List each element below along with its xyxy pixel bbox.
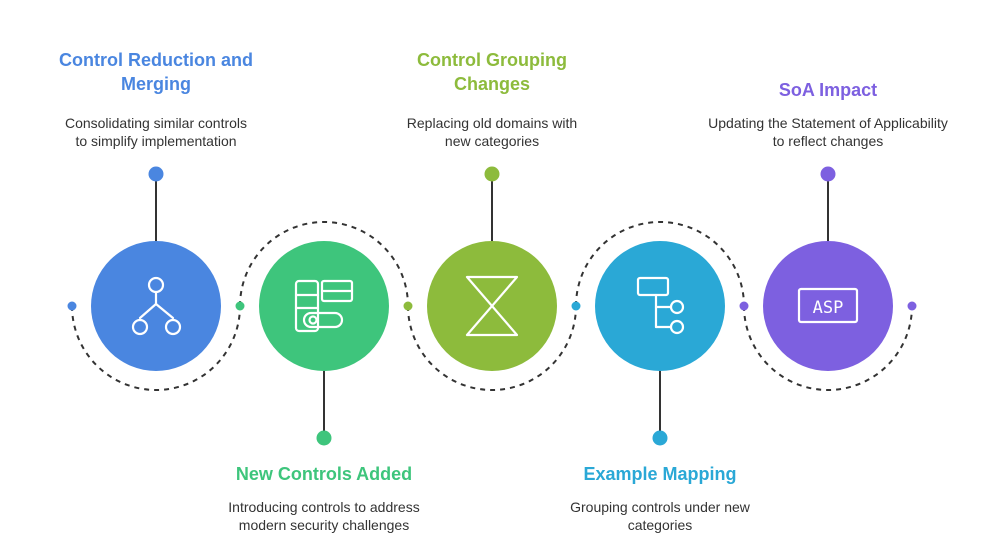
asp-box-icon: ASP [797, 287, 859, 324]
step-title-1: Control Reduction and Merging [59, 50, 253, 94]
hierarchy-icon [131, 276, 182, 336]
stem-dot-3 [484, 166, 500, 182]
step-title-5: SoA Impact [778, 80, 878, 100]
step-title-3: Control Grouping Changes [417, 50, 567, 94]
connector-arc-2 [239, 221, 409, 307]
step-label-2: New Controls Added Introducing controls … [194, 462, 454, 534]
step-circle-1 [91, 241, 221, 371]
step-title-2: New Controls Added [235, 464, 413, 484]
step-description-4: Grouping controls under new categories [570, 499, 750, 533]
step-label-1: Control Reduction and Merging Consolidat… [36, 48, 276, 150]
step-description-2: Introducing controls to address modern s… [228, 499, 420, 533]
junction-dot-2 [235, 301, 245, 311]
step-description-1: Consolidating similar controls to simpli… [64, 115, 248, 149]
junction-dot-5 [739, 301, 749, 311]
connector-arc-4 [575, 221, 745, 307]
step-circle-5 [763, 241, 893, 371]
asp-icon-text: ASP [813, 298, 844, 318]
step-label-5: SoA Impact Updating the Statement of App… [708, 48, 948, 150]
step-title-4: Example Mapping [583, 464, 737, 484]
step-label-4: Example Mapping Grouping controls under … [540, 462, 780, 534]
step-description-3: Replacing old domains with new categorie… [406, 115, 578, 149]
step-label-3: Control Grouping Changes Replacing old d… [372, 48, 612, 150]
dashed-connector-path [71, 221, 913, 391]
stem-dot-2 [316, 430, 332, 446]
connector-arc-5 [743, 305, 913, 391]
step-description-5: Updating the Statement of Applicability … [708, 115, 948, 149]
junction-dot-4 [571, 301, 581, 311]
stem-dot-1 [148, 166, 164, 182]
junction-dot-1 [67, 301, 77, 311]
stems [155, 174, 829, 438]
stem-dot-4 [652, 430, 668, 446]
connector-arc-1 [71, 305, 241, 391]
stem-dot-5 [820, 166, 836, 182]
step-circle-2 [259, 241, 389, 371]
grid-toggle-icon [294, 279, 354, 333]
connector-arc-3 [407, 305, 577, 391]
junction-dot-3 [403, 301, 413, 311]
tree-structure-icon [636, 276, 685, 335]
junction-dot-6 [907, 301, 917, 311]
hourglass-icon [465, 275, 519, 337]
